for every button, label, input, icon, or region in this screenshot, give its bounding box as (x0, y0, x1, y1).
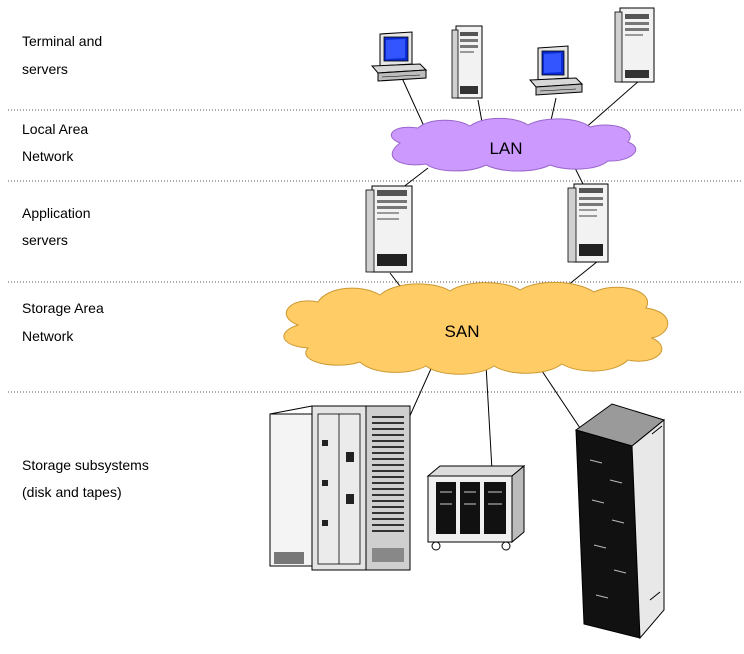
tape-library-icon (269, 405, 411, 571)
tier-label-storage: Storage subsystems (disk and tapes) (22, 457, 149, 500)
link-lan-app1 (401, 167, 429, 189)
tier-label-lan: Local Area Network (22, 121, 88, 164)
tier-label-terminals: Terminal and servers (22, 33, 102, 77)
terminal-server-1-icon (451, 25, 483, 99)
lan-cloud: LAN (390, 117, 637, 172)
san-cloud: SAN (283, 281, 669, 375)
lan-cloud-label: LAN (489, 139, 522, 158)
tier-label-line: Network (22, 328, 74, 344)
tier-label-line: Local Area (22, 121, 88, 137)
lan-cloud-shape (390, 117, 637, 172)
terminal-pc-2-icon (528, 45, 584, 96)
link-tower2-lan (582, 79, 641, 131)
application-server-1-icon (365, 185, 413, 273)
terminal-pc-1-icon (370, 31, 428, 82)
link-san-cabinet (485, 364, 493, 471)
tier-label-line: Storage subsystems (22, 457, 149, 473)
san-cloud-shape (283, 281, 669, 375)
tier-label-line: Storage Area (22, 300, 104, 316)
tier-label-line: Network (22, 148, 74, 164)
application-server-2-icon (567, 183, 609, 263)
san-cloud-label: SAN (445, 322, 480, 341)
terminal-server-2-icon (614, 7, 655, 83)
storage-rack-icon (574, 403, 666, 640)
tier-label-line: Application (22, 205, 91, 221)
tier-label-line: (disk and tapes) (22, 484, 122, 500)
tier-label-line: servers (22, 232, 68, 248)
disk-cabinet-icon (426, 464, 526, 551)
tier-label-app-servers: Application servers (22, 205, 91, 248)
tier-label-line: Terminal and (22, 33, 102, 49)
tier-label-line: servers (22, 61, 68, 77)
tier-label-san: Storage Area Network (22, 300, 104, 344)
